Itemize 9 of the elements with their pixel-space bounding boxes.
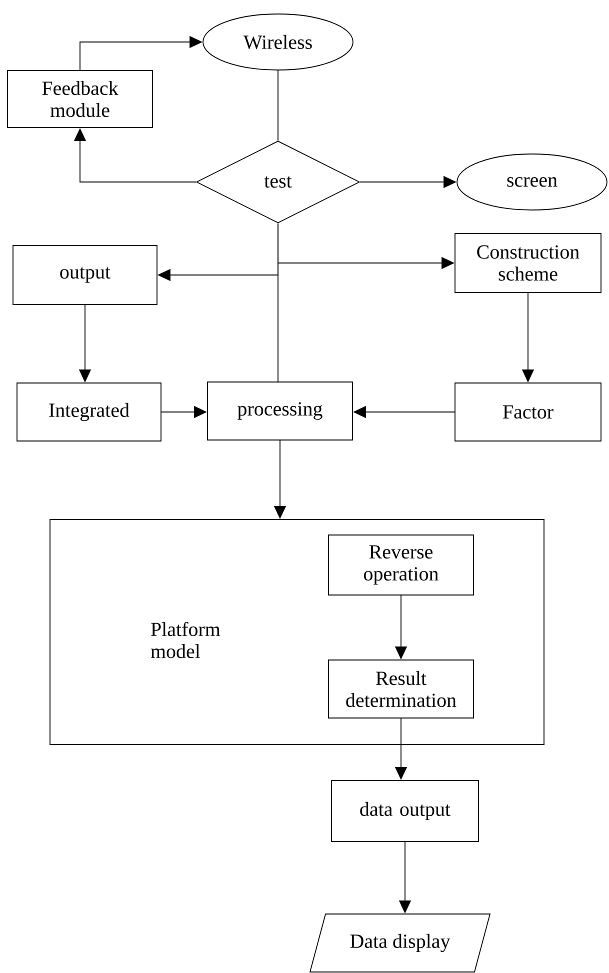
process-box: processing	[207, 382, 353, 440]
process-box: data output	[331, 780, 479, 842]
process-box: Result determination	[328, 660, 474, 718]
process-box: Feedback module	[7, 70, 153, 128]
process-box: output	[12, 245, 158, 305]
process-box: Factor	[454, 382, 602, 442]
process-box: Integrated	[16, 382, 162, 442]
process-box: Reverse operation	[328, 534, 474, 596]
process-box: Construction scheme	[454, 233, 602, 293]
